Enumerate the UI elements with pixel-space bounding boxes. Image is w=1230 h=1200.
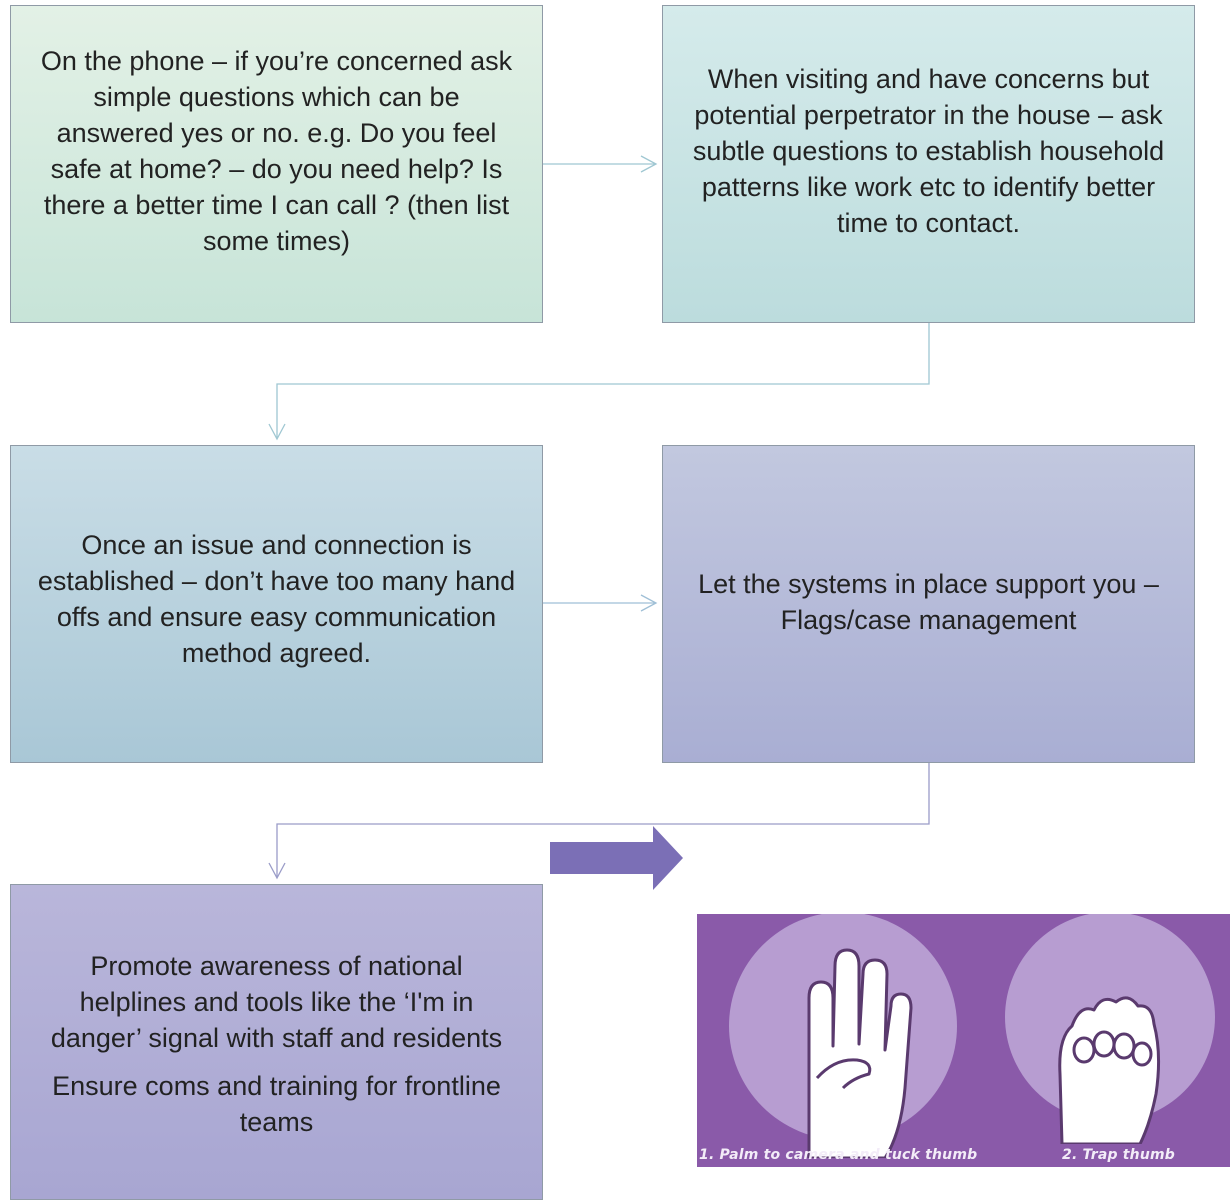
block-arrow-right [550, 826, 683, 890]
signal-caption-step2: 2. Trap thumb [1062, 1147, 1176, 1163]
signal-caption-step1: 1. Palm to camera and tuck thumb [699, 1147, 978, 1163]
step-text: Let the systems in place support you – F… [698, 569, 1159, 635]
step-text: When visiting and have concerns but pote… [692, 64, 1165, 238]
danger-signal-illustration: 1. Palm to camera and tuck thumb 2. Trap… [697, 914, 1230, 1167]
connector-arrow-1-2 [543, 155, 658, 173]
fist-thumb-trapped-icon [1058, 996, 1161, 1144]
step-text-training: Ensure coms and training for frontline t… [52, 1071, 501, 1137]
connector-arrow-3-4 [543, 594, 658, 612]
step-box-awareness: Promote awareness of national helplines … [10, 884, 543, 1200]
open-palm-icon [807, 948, 913, 1158]
step-text-awareness: Promote awareness of national helplines … [50, 951, 503, 1053]
connector-elbow-2-3 [268, 323, 930, 441]
step-box-connection: Once an issue and connection is establis… [10, 445, 543, 763]
step-box-phone: On the phone – if you’re concerned ask s… [10, 5, 543, 323]
step-box-systems: Let the systems in place support you – F… [662, 445, 1195, 763]
step-box-visiting: When visiting and have concerns but pote… [662, 5, 1195, 323]
step-text: On the phone – if you’re concerned ask s… [40, 46, 513, 256]
step-text: Once an issue and connection is establis… [37, 529, 516, 668]
